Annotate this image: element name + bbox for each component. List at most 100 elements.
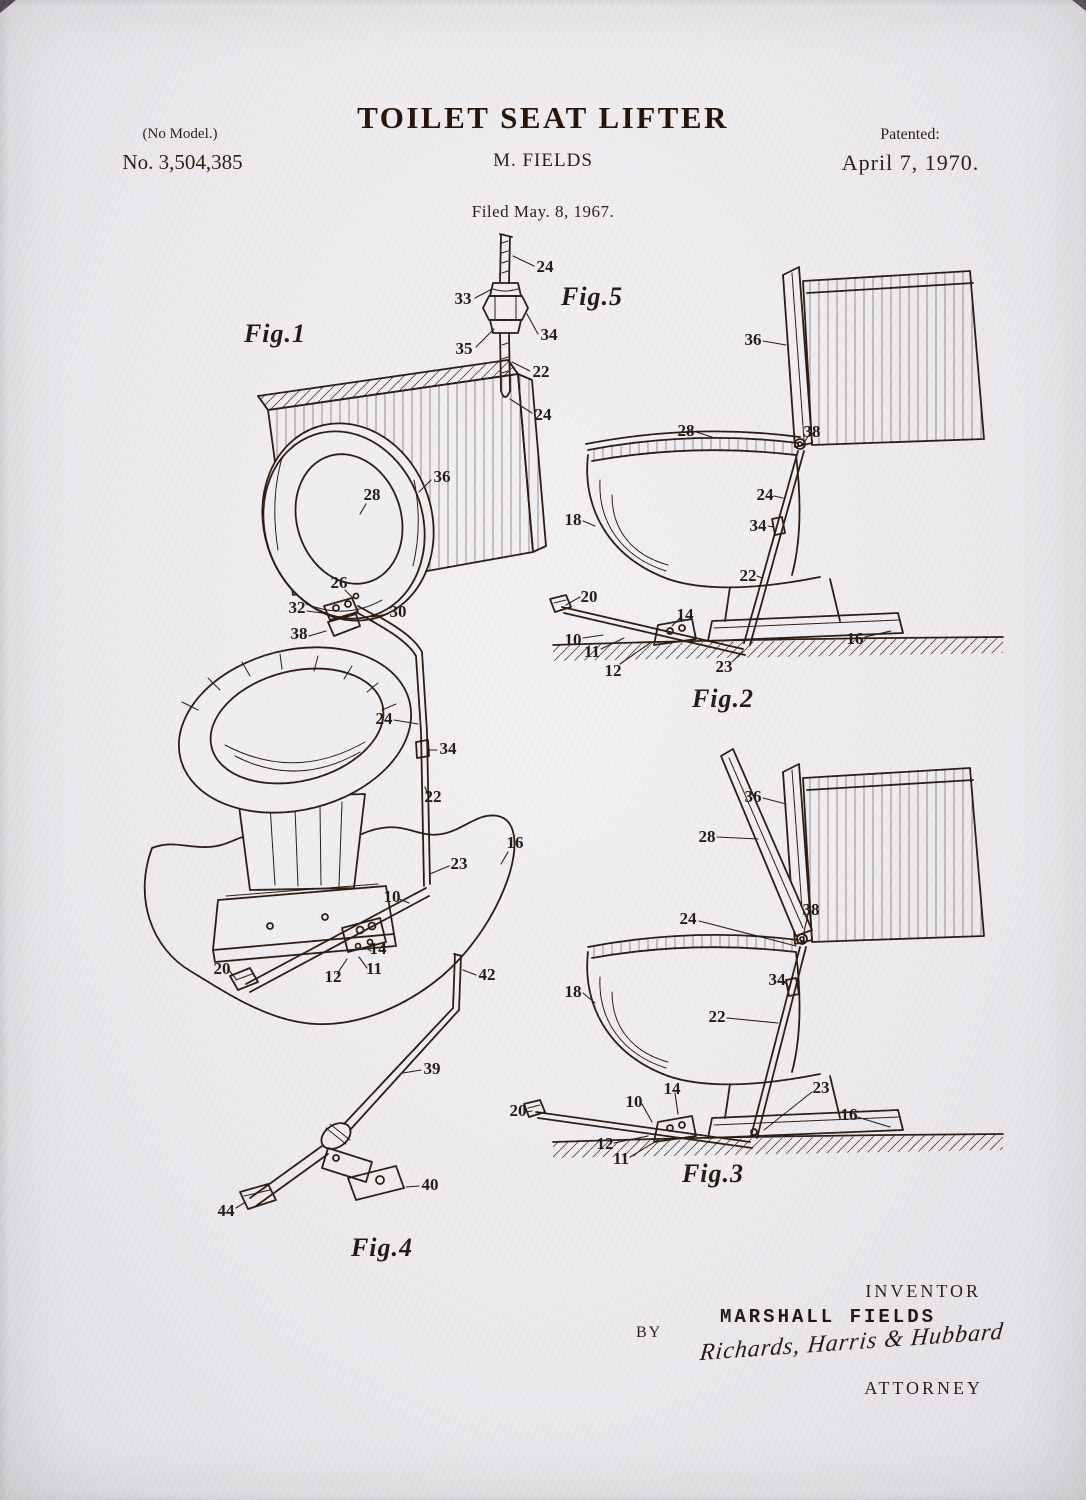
ref-numeral: 11	[584, 642, 600, 661]
ref-numeral: 38	[291, 624, 308, 643]
bowl-rim	[585, 430, 801, 462]
toilet-base	[707, 612, 904, 642]
figure-caption: Fig.1	[243, 319, 306, 348]
raised-seat	[720, 748, 813, 937]
leader-lines	[235, 969, 477, 1209]
no-model-note: (No Model.)	[142, 126, 218, 142]
ref-numeral: 34	[440, 739, 458, 758]
inventor-label: INVENTOR	[865, 1281, 981, 1301]
filed-date: Filed May. 8, 1967.	[471, 202, 615, 221]
figure-caption: Fig.3	[681, 1159, 744, 1188]
figure-caption: Fig.5	[560, 282, 623, 311]
leader-lines	[565, 340, 892, 665]
ref-numeral: 34	[541, 325, 559, 344]
fig4-drawing: 42 39 40 44 Fig.4	[218, 953, 496, 1262]
toilet-bowl	[586, 454, 841, 622]
bowl-rim	[587, 933, 799, 959]
patented-date: April 7, 1970.	[841, 150, 980, 175]
ground	[552, 636, 1004, 661]
inventor-signature-name: MARSHALL FIELDS	[719, 1306, 936, 1328]
ref-numeral: 11	[613, 1149, 629, 1168]
ref-numeral: 40	[422, 1175, 439, 1194]
page-title: TOILET SEAT LIFTER	[357, 100, 729, 135]
ref-numeral: 24	[757, 485, 775, 504]
ref-numeral: 10	[565, 630, 582, 649]
fig1-drawing: 36 28 26 32 30 38 24 34 22 16 23 10 14 1…	[143, 319, 547, 1025]
ref-numeral: 16	[841, 1105, 858, 1124]
ref-numeral: 30	[390, 602, 407, 621]
attorney-label: ATTORNEY	[864, 1378, 983, 1398]
figure-caption: Fig.4	[350, 1233, 413, 1262]
ref-numeral: 38	[804, 422, 821, 441]
ref-numeral: 11	[366, 959, 382, 978]
ref-numeral: 33	[455, 289, 472, 308]
ref-numeral: 24	[535, 405, 553, 424]
ref-numeral: 23	[451, 854, 468, 873]
ref-numeral: 12	[325, 967, 342, 986]
ref-numeral: 42	[479, 965, 496, 984]
photo-corner-right	[1072, 0, 1086, 11]
ref-numeral: 18	[565, 982, 582, 1001]
pedal-lever	[523, 1099, 753, 1149]
fig2-drawing: 36 28 38 18 24 34 22 20 14 10 11 12 23 1…	[549, 266, 1004, 713]
ref-numeral: 36	[745, 787, 762, 806]
ref-numeral: 18	[565, 510, 582, 529]
ref-numeral: 22	[709, 1007, 726, 1026]
seat-down	[585, 430, 801, 445]
ref-numeral: 28	[364, 485, 381, 504]
ref-numeral: 35	[456, 339, 473, 358]
ref-numeral: 10	[384, 887, 401, 906]
ref-numeral: 16	[507, 833, 524, 852]
ref-numeral: 38	[803, 900, 820, 919]
leader-lines	[227, 479, 509, 980]
ref-numeral: 20	[510, 1101, 527, 1120]
patented-label: Patented:	[880, 126, 940, 143]
ref-numeral: 34	[769, 970, 787, 989]
ref-numeral: 16	[847, 629, 864, 648]
ref-numeral: 26	[331, 573, 348, 592]
lift-rod	[743, 450, 805, 646]
ref-numeral: 28	[699, 827, 716, 846]
pedal-lever	[549, 594, 746, 656]
ref-numeral: 23	[716, 657, 733, 676]
toilet-tank	[802, 270, 985, 446]
ref-numeral: 22	[425, 787, 442, 806]
lift-rod	[369, 614, 431, 887]
ref-numeral: 39	[424, 1059, 441, 1078]
toilet-pedestal	[212, 793, 397, 963]
ref-numeral: 14	[664, 1079, 682, 1098]
ref-numeral: 14	[370, 939, 388, 958]
ref-numeral: 24	[680, 909, 698, 928]
lift-rod	[750, 946, 807, 1139]
pedal-lever	[229, 887, 430, 993]
seat-hinge	[794, 438, 806, 450]
ref-numeral: 20	[214, 959, 231, 978]
ref-numeral: 22	[533, 362, 550, 381]
toilet-tank	[802, 767, 985, 943]
ref-numeral: 22	[740, 566, 757, 585]
inventor-header-name: M. FIELDS	[493, 150, 593, 171]
ref-numeral: 28	[678, 421, 695, 440]
ref-numeral: 36	[745, 330, 762, 349]
ref-numeral: 24	[537, 257, 555, 276]
ref-numeral: 24	[376, 709, 394, 728]
ref-numeral: 12	[597, 1134, 614, 1153]
ref-numeral: 34	[750, 516, 768, 535]
patent-number: No. 3,504,385	[122, 150, 243, 174]
fig3-drawing: 36 28 24 38 18 34 22 10 14 23 20 12 11 1…	[510, 748, 1004, 1188]
toilet-bowl	[586, 951, 841, 1119]
ref-numeral: 20	[581, 587, 598, 606]
ref-numeral: 36	[434, 467, 451, 486]
seat-hinge	[796, 933, 808, 945]
photo-corner-left	[0, 0, 16, 13]
raised-lid	[782, 266, 813, 448]
ref-numeral: 14	[677, 605, 695, 624]
ref-numeral: 44	[218, 1201, 236, 1220]
ref-numeral: 32	[289, 598, 306, 617]
ref-numeral: 12	[605, 661, 622, 680]
figure-caption: Fig.2	[691, 684, 754, 713]
ref-numeral: 10	[626, 1092, 643, 1111]
by-label: BY	[636, 1324, 663, 1341]
leader-lines	[525, 797, 891, 1158]
